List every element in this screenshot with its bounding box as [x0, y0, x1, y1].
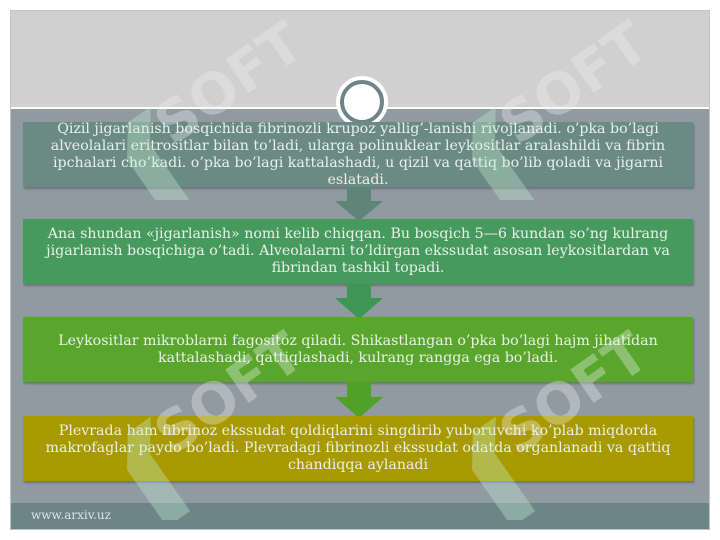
step-box-1: Qizil jigarlanish bosqichida fibrinozli … — [23, 120, 693, 188]
step-box-3: Leykositlar mikroblarni fagositoz qiladi… — [23, 317, 693, 382]
watermark-logo-icon: SOFT — [472, 320, 640, 520]
slide-footer: www.arxiv.uz — [11, 503, 709, 529]
slide: Qizil jigarlanish bosqichida fibrinozli … — [10, 10, 710, 530]
down-arrow-icon — [335, 187, 383, 221]
circle-ornament — [340, 80, 384, 124]
svg-text:SOFT: SOFT — [143, 10, 295, 158]
step-text-2: Ana shundan «jigarlanish» nomi kelib chi… — [46, 226, 670, 276]
down-arrow-icon — [335, 284, 383, 319]
step-box-4: Plevrada ham fibrinoz ekssudat qoldiqlar… — [23, 416, 693, 481]
step-text-1: Qizil jigarlanish bosqichida fibrinozli … — [50, 120, 666, 188]
down-arrow-icon — [335, 382, 383, 418]
step-box-2: Ana shundan «jigarlanish» nomi kelib chi… — [23, 219, 693, 284]
svg-text:SOFT: SOFT — [143, 320, 295, 468]
watermark-logo-icon: SOFT — [127, 320, 295, 520]
svg-text:SOFT: SOFT — [488, 10, 640, 158]
step-text-4: Plevrada ham fibrinoz ekssudat qoldiqlar… — [45, 423, 671, 473]
watermark-logo-icon: SOFT — [472, 10, 640, 200]
watermark-logo-icon: SOFT — [127, 10, 295, 200]
step-text-3: Leykositlar mikroblarni fagositoz qiladi… — [58, 332, 658, 366]
footer-site-link[interactable]: www.arxiv.uz — [31, 508, 111, 522]
svg-text:SOFT: SOFT — [488, 320, 640, 468]
